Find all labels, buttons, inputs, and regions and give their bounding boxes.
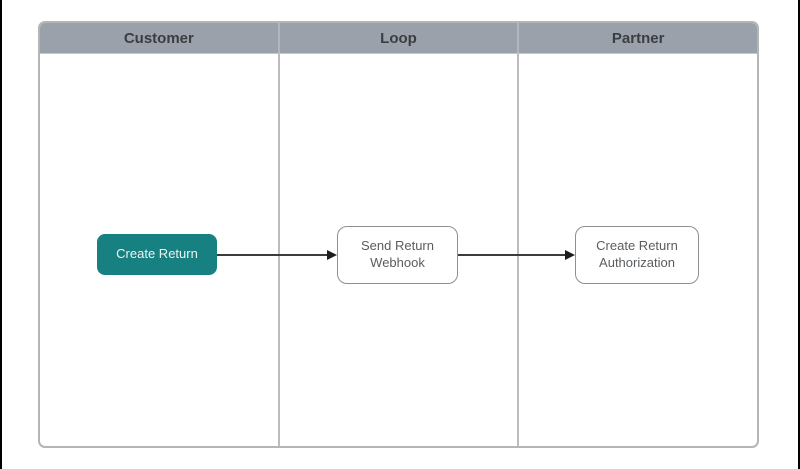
lane-body-row — [40, 54, 757, 446]
lane-header-customer: Customer — [40, 23, 278, 53]
node-create-return-authorization[interactable]: Create Return Authorization — [575, 226, 699, 284]
lane-header-loop: Loop — [277, 23, 518, 53]
lane-header-customer-label: Customer — [123, 29, 194, 47]
lane-body-partner — [517, 54, 757, 446]
arrowhead-icon — [327, 250, 337, 260]
node-send-return-webhook[interactable]: Send Return Webhook — [337, 226, 458, 284]
lane-header-partner: Partner — [517, 23, 757, 53]
arrowhead-icon — [565, 250, 575, 260]
node-create-return-label: Create Return — [116, 246, 198, 262]
node-send-return-webhook-label: Send Return Webhook — [361, 238, 434, 270]
lane-body-loop — [277, 54, 518, 446]
lane-header-row: Customer Loop Partner — [40, 23, 757, 54]
lane-header-loop-label: Loop — [380, 29, 417, 47]
node-create-return-authorization-label: Create Return Authorization — [596, 238, 678, 270]
connector-create-return-to-webhook — [217, 254, 329, 256]
node-create-return[interactable]: Create Return — [97, 234, 217, 275]
lane-header-partner-label: Partner — [611, 29, 665, 47]
connector-webhook-to-authorization — [458, 254, 567, 256]
